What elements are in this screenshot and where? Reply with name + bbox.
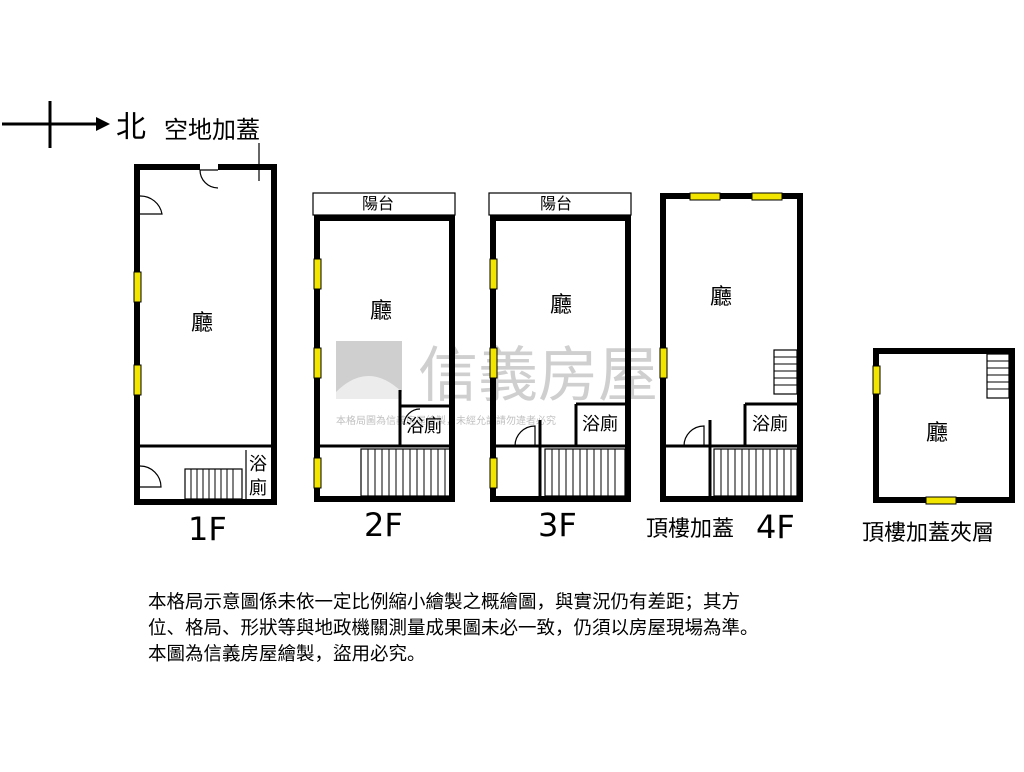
disclaimer-line: 本格局示意圖係未依一定比例縮小繪製之概繪圖，與實況仍有差距；其方 <box>148 592 741 613</box>
floor-mezzanine-stairs <box>986 353 1010 399</box>
compass: 北 <box>2 101 146 148</box>
floor-mezzanine-window <box>925 496 957 505</box>
floor-1f-bath-label-top: 浴 <box>249 454 267 475</box>
floor-4f-window <box>689 192 721 201</box>
disclaimer: 本格局示意圖係未依一定比例縮小繪製之概繪圖，與實況仍有差距；其方 位、格局、形狀… <box>148 590 908 668</box>
floor-1f-side-door <box>139 195 163 215</box>
extension-label: 空地加蓋 <box>164 116 260 144</box>
floor-1f-stairs <box>184 468 243 500</box>
disclaimer-line: 位、格局、形狀等與地政機關測量成果圖未必一致，仍須以房屋現場為準。 <box>148 618 759 639</box>
floor-2f-outer-wall <box>314 215 455 502</box>
floor-3f-hall-label: 廳 <box>550 293 572 318</box>
floor-3f-window <box>489 258 498 290</box>
floor-3f-level-label: 3F <box>538 506 577 544</box>
floor-1f-hall-label: 廳 <box>191 311 213 336</box>
floor-2f-bath-label: 浴廁 <box>406 415 442 437</box>
floor-2f-bath-door <box>403 408 421 426</box>
floor-1f-level-label: 1F <box>188 510 227 548</box>
floor-3f-window <box>489 457 498 489</box>
floor-1f-outer-wall <box>134 164 277 505</box>
floor-1f-bath-label-bottom: 廁 <box>249 477 267 499</box>
floor-2f-hall-label: 廳 <box>370 299 392 324</box>
watermark: 信義房屋 本格局圖為信義房屋繪製，未經允許請勿違者必究 <box>336 341 658 427</box>
floor-1f-rear-door <box>139 465 162 488</box>
floor-3f-balcony-label: 陽台 <box>540 194 572 213</box>
floor-mezzanine-hall-label: 廳 <box>926 421 948 446</box>
floor-3f-window <box>489 347 498 379</box>
floor-4f-outer-wall <box>660 193 803 502</box>
floor-4f-stairs <box>713 448 798 497</box>
floor-4f-level-prefix: 頂樓加蓋 <box>646 517 734 542</box>
floor-4f-level-label: 4F <box>756 508 795 546</box>
disclaimer-line: 本圖為信義房屋繪製，盜用必究。 <box>148 644 426 665</box>
floor-mezzanine-window <box>872 365 881 395</box>
watermark-logo-icon <box>336 341 402 399</box>
north-arrow-icon <box>96 117 110 131</box>
floor-1f-window <box>133 271 142 303</box>
floor-3f-stairs <box>544 448 626 497</box>
floor-3f-outer-wall <box>490 215 631 502</box>
floor-1f-window <box>133 364 142 396</box>
floor-2f-stairs <box>360 448 451 497</box>
compass-north-label: 北 <box>116 110 146 145</box>
floor-3f-door <box>514 425 536 447</box>
floor-4f-hall-label: 廳 <box>710 285 732 310</box>
floor-2f-balcony-label: 陽台 <box>362 194 394 213</box>
floor-3f-bath-label: 浴廁 <box>582 413 618 435</box>
floor-3f: 陽台 廳 浴廁 3F <box>488 192 632 544</box>
floor-1f: 廳 浴 廁 1F <box>133 164 277 548</box>
floor-4f-window <box>659 347 668 379</box>
floor-4f-door <box>683 425 705 447</box>
floor-mezzanine-outer-wall <box>873 348 1015 503</box>
floor-2f-level-label: 2F <box>364 506 403 544</box>
watermark-notice: 本格局圖為信義房屋繪製，未經允許請勿違者必究 <box>336 414 556 427</box>
floor-2f-window <box>313 347 322 379</box>
floor-2f-window <box>313 457 322 489</box>
floor-4f: 廳 浴廁 頂樓加蓋 4F <box>646 192 803 546</box>
floor-2f-window <box>313 258 322 290</box>
watermark-brand: 信義房屋 <box>418 341 658 411</box>
floor-1f-entry-door <box>199 169 219 189</box>
floor-2f: 陽台 廳 浴廁 2F <box>312 192 456 544</box>
floor-mezzanine-level-label: 頂樓加蓋夾層 <box>862 521 994 546</box>
floor-4f-bath-label: 浴廁 <box>752 413 788 435</box>
floor-4f-upper-stairs <box>773 349 798 395</box>
floor-4f-window <box>751 192 783 201</box>
floor-mezzanine: 廳 頂樓加蓋夾層 <box>862 348 1015 546</box>
